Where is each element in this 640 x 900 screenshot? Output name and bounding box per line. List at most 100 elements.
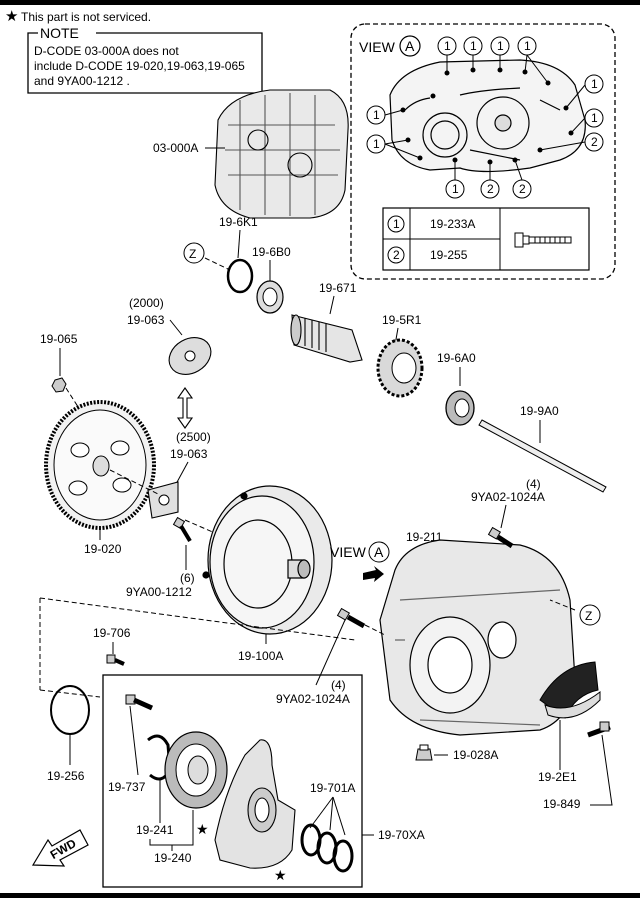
note-line-1: D-CODE 03-000A does not	[34, 44, 179, 58]
label-19-6K1: 19-6K1	[219, 215, 258, 229]
shaft-19-9A0	[478, 419, 607, 493]
z-letter-right: Z	[585, 609, 592, 623]
label-19-5R1: 19-5R1	[382, 313, 422, 327]
label-9YA02-bot-qty: (4)	[331, 678, 346, 692]
bolt-icon	[514, 232, 572, 248]
z-marker-left	[183, 242, 205, 264]
seal-plate-19-240	[164, 731, 228, 809]
label-9YA00-1212: 9YA00-1212	[126, 585, 192, 599]
view-a-leaders	[384, 54, 586, 181]
svg-text:1: 1	[452, 182, 459, 196]
label-9YA00-qty: (6)	[180, 571, 195, 585]
torque-converter-19-100A	[202, 485, 333, 635]
view-a-callouts	[366, 36, 604, 199]
view-a-legend-table: 1 2 19-233A 19-255	[382, 207, 590, 271]
label-9YA02-top: 9YA02-1024A	[471, 490, 545, 504]
note-line-3: and 9YA00-1212 .	[34, 74, 130, 88]
seal-19-6A0	[445, 390, 475, 426]
svg-text:1: 1	[444, 39, 451, 53]
transaxle-assembly	[214, 89, 349, 219]
label-19-063-top: 19-063	[127, 313, 165, 327]
pump-body-19-70XA	[214, 739, 296, 869]
legend-num-2: 2	[393, 248, 400, 262]
label-19-701A: 19-701A	[310, 781, 355, 795]
case-housing-view	[389, 59, 586, 173]
fwd-arrow-icon: FWD	[31, 829, 89, 867]
view-a-main-letter: A	[374, 544, 384, 560]
legend-part-1: 19-233A	[430, 217, 475, 231]
svg-text:1: 1	[373, 108, 380, 122]
gear-19-5R1	[376, 338, 424, 398]
plug-19-028A	[415, 744, 433, 761]
bearing-19-6B0	[256, 280, 284, 314]
view-a-callout-numbers: 1 1 1 1 1 1 2 1 1 1 2 2	[373, 39, 598, 196]
label-19-6B0: 19-6B0	[252, 245, 291, 259]
label-19-028A: 19-028A	[453, 748, 498, 762]
svg-text:1: 1	[373, 137, 380, 151]
svg-text:2: 2	[487, 182, 494, 196]
bolt-9YA00-1212	[172, 516, 192, 543]
seal-rings-19-701A	[300, 823, 354, 873]
shaft-19-671	[290, 314, 363, 363]
label-19-706: 19-706	[93, 626, 131, 640]
label-19-2E1: 19-2E1	[538, 770, 577, 784]
label-19-065: 19-065	[40, 332, 78, 346]
label-19-9A0: 19-9A0	[520, 404, 559, 418]
plate-19-063-2500	[147, 481, 179, 519]
bolt-19-706	[106, 654, 125, 666]
snap-ring-19-6K1	[226, 258, 254, 294]
bottom-rule	[0, 893, 640, 898]
label-19-6A0: 19-6A0	[437, 351, 476, 365]
shield-19-2E1	[539, 661, 601, 719]
note-title: NOTE	[40, 25, 79, 41]
svg-text:1: 1	[470, 39, 477, 53]
label-03-000A: 03-000A	[153, 141, 198, 155]
plate-19-063-2000	[168, 337, 212, 375]
view-a-main-circle	[368, 541, 390, 563]
view-a-label: VIEW	[359, 39, 396, 55]
view-a-panel: VIEW A	[350, 23, 616, 280]
bolt-19-849	[587, 721, 611, 738]
star-icon-pump: ★	[274, 867, 287, 883]
legend-part-2: 19-255	[430, 248, 468, 262]
svg-text:1: 1	[591, 111, 598, 125]
label-19-737: 19-737	[108, 780, 146, 794]
bolt-19-737	[125, 694, 154, 711]
svg-text:2: 2	[519, 182, 526, 196]
oil-pump-kit-box	[102, 674, 363, 888]
nut-19-065	[51, 377, 67, 393]
interchange-arrow-icon	[176, 387, 194, 429]
view-a-letter: A	[405, 38, 415, 54]
flywheel-19-020	[44, 400, 156, 530]
oring-19-256	[50, 685, 90, 735]
z-marker-right	[579, 604, 601, 626]
label-19-100A: 19-100A	[238, 649, 283, 663]
transaxle-case-19-211	[379, 539, 576, 736]
label-19-020: 19-020	[84, 542, 122, 556]
svg-text:1: 1	[497, 39, 504, 53]
label-19-063-bot: 19-063	[170, 447, 208, 461]
not-serviced-note: This part is not serviced.	[21, 10, 151, 24]
label-2000: (2000)	[129, 296, 164, 310]
star-icon: ★	[5, 8, 18, 25]
top-rule	[0, 0, 640, 5]
bolt-9YA02-top	[487, 526, 514, 549]
bolt-9YA02-bot	[336, 607, 366, 629]
label-19-211: 19-211	[406, 530, 443, 544]
svg-text:1: 1	[591, 77, 598, 91]
label-19-849: 19-849	[543, 797, 581, 811]
star-icon-seal: ★	[196, 821, 209, 837]
label-19-240: 19-240	[154, 851, 192, 865]
label-19-671: 19-671	[319, 281, 357, 295]
note-box: NOTE D-CODE 03-000A does not include D-C…	[27, 25, 263, 94]
svg-text:2: 2	[591, 135, 598, 149]
label-19-70XA: 19-70XA	[378, 828, 425, 842]
label-2500: (2500)	[176, 430, 211, 444]
note-line-2: include D-CODE 19-020,19-063,19-065	[34, 59, 245, 73]
label-9YA02-top-qty: (4)	[526, 477, 541, 491]
label-9YA02-bot: 9YA02-1024A	[276, 692, 350, 706]
view-a-main-label: VIEW	[330, 544, 367, 560]
svg-text:1: 1	[524, 39, 531, 53]
legend-num-1: 1	[393, 217, 400, 231]
